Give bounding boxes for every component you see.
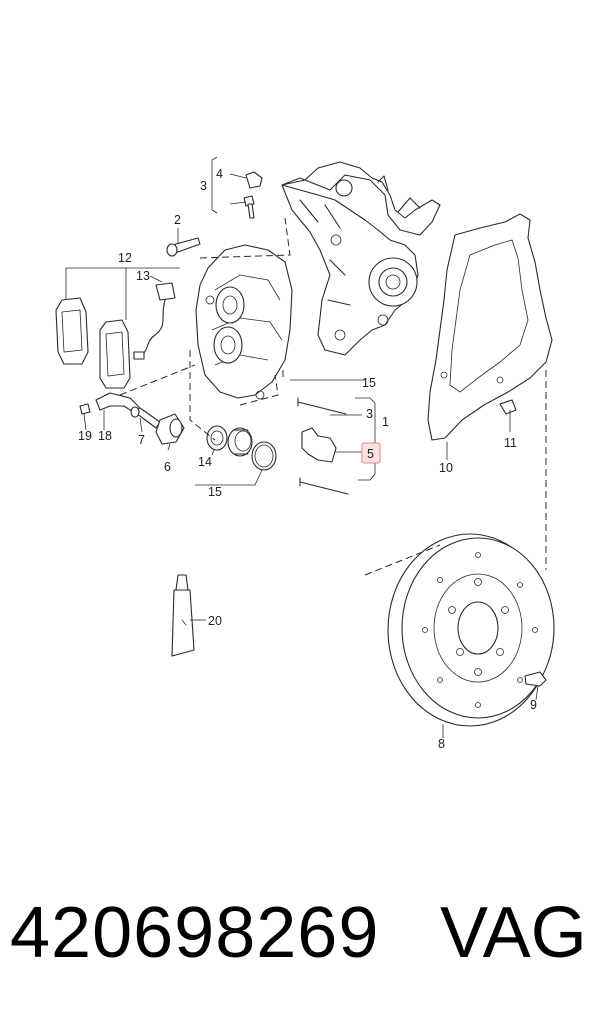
callout-1: 1 <box>382 415 389 429</box>
dust-shield <box>427 213 553 441</box>
caliper-bolt <box>166 237 201 257</box>
callout-2: 2 <box>174 213 181 227</box>
steering-knuckle <box>281 161 441 356</box>
callout-13: 13 <box>136 269 150 283</box>
callout-3-top: 3 <box>200 179 207 193</box>
callout-12: 12 <box>118 251 132 265</box>
disc-screw <box>524 671 547 687</box>
leader-lines <box>65 156 539 738</box>
retaining-pin-lower <box>299 477 349 495</box>
guide-bolt <box>130 406 161 429</box>
retaining-pin-upper <box>297 397 347 415</box>
brake-pad-inner <box>55 297 89 365</box>
grease-tube <box>171 574 195 657</box>
anti-rattle-spring <box>301 427 337 463</box>
callout-8: 8 <box>438 737 445 751</box>
brake-pad-outer <box>99 319 131 389</box>
knuckle-bolt-lower <box>243 195 255 219</box>
shield-bolt <box>499 399 517 415</box>
diagram-canvas: 4 3 2 12 13 15 3 1 5 11 10 19 18 7 6 14 … <box>55 156 555 751</box>
wear-sensor <box>133 282 176 360</box>
callout-14: 14 <box>198 455 212 469</box>
assembly-lines <box>119 217 547 576</box>
brake-caliper <box>195 244 293 400</box>
brand-name: VAG <box>440 893 587 973</box>
footer: 420698269 VAG <box>0 880 600 990</box>
callout-3-right: 3 <box>366 407 373 421</box>
callout-7: 7 <box>138 433 145 447</box>
piston-boot <box>227 427 253 457</box>
callout-15-right: 15 <box>362 376 376 390</box>
callout-5: 5 <box>367 447 374 461</box>
part-number: 420698269 <box>10 893 380 973</box>
callout-18: 18 <box>98 429 112 443</box>
callout-4: 4 <box>216 167 223 181</box>
highlight-box <box>361 442 381 464</box>
seal-ring-small <box>206 425 228 451</box>
callout-9: 9 <box>530 698 537 712</box>
callout-6: 6 <box>164 460 171 474</box>
small-screw <box>79 403 91 415</box>
guide-bushing <box>155 413 185 445</box>
seal-ring-large <box>251 441 277 471</box>
callout-20: 20 <box>208 614 222 628</box>
brake-disc <box>387 533 555 727</box>
callout-10: 10 <box>439 461 453 475</box>
callout-15-bottom: 15 <box>208 485 222 499</box>
callout-19: 19 <box>78 429 92 443</box>
callout-labels: 4 3 2 12 13 15 3 1 5 11 10 19 18 7 6 14 … <box>78 167 537 751</box>
callout-11: 11 <box>504 436 517 450</box>
knuckle-bolt-upper <box>245 171 263 189</box>
